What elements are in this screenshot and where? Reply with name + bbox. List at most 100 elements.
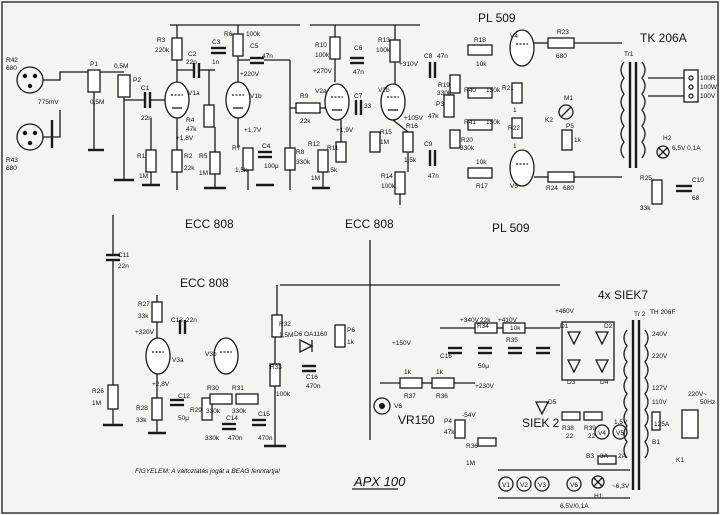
r8-resistor [284,147,296,171]
r1-label: R1 [137,153,146,160]
heater-v3-label: V3 [538,482,546,489]
r8-label: R8 [296,149,305,156]
r39-value: 22 [588,433,596,440]
diode-d6 [299,338,314,354]
r26-resistor [107,384,119,410]
r1-resistor [145,149,157,173]
r18-label: R18 [474,37,486,44]
r23-resistor [547,37,575,49]
r16-label: R16 [406,123,418,130]
r26-label: R26 [92,388,104,395]
r9-resistor [295,102,321,114]
r35-value: 10k [510,325,521,332]
r42-label: R42 [6,57,18,64]
v3a-label: V3a [172,357,184,364]
p5-value: 1k [574,137,582,144]
zener-label: SIEK 2 [522,416,560,430]
tr1-label: Tr1 [624,51,634,58]
v-340-label: +340V [460,317,480,324]
model-title: APX 100 [353,474,406,489]
r2-label: R2 [184,153,193,160]
heater-v5-label: V5 [616,430,624,437]
c15-value: 470n [258,435,273,442]
zener-d5 [534,401,550,416]
r19-label: R19 [438,82,450,89]
fuse-b3 [597,455,617,465]
h2-rating: 6,5V 0,1A [672,145,701,152]
mains-127: 127V [652,385,668,392]
r6-label: R6 [224,31,233,38]
r22-label: R22 [508,125,520,132]
tk206a-label: TK 206A [640,31,687,45]
r22-resistor [511,117,523,139]
r14-label: R14 [381,173,393,180]
mains-240: 240V [652,331,668,338]
r28-label: R28 [136,405,148,412]
r24-value: 680 [563,185,574,192]
p5-label: P5 [566,123,574,130]
heater-v2 [516,476,532,492]
ecc808-label-2: ECC 808 [345,217,394,231]
r15-resistor [369,131,381,153]
pilot-lamp-h1 [591,475,605,489]
r9-value: 22k [300,118,311,125]
mains-220: 220V [652,353,668,360]
p4-value: 47k [444,429,455,436]
r39-resistor [583,411,603,421]
ecc808-label-3: ECC 808 [180,276,229,290]
b3-label: B3 [586,453,594,460]
r41-label: R41 [464,119,476,126]
vr150-label: VR150 [398,413,435,427]
heater-v1 [498,476,514,492]
c2-label: C2 [188,51,197,58]
r20-label: R20 [461,137,473,144]
v-460-label: +460V [555,308,575,315]
tube-v3b [213,337,239,375]
out-100w: 100W [700,84,718,91]
r13-resistor [389,39,401,63]
r30-label: R30 [207,385,219,392]
r42-value: 680 [6,65,17,72]
c16-label: C16 [306,374,318,381]
r25-label: R25 [640,175,652,182]
v-150-label: +150V [392,340,412,347]
r1-value: 1M [139,173,148,180]
c16-value: 470n [306,383,321,390]
heater-v4 [594,424,610,440]
h2-label: H2 [663,135,672,142]
r12-value: 1M [311,175,320,182]
pl509-label-top: PL 509 [478,11,516,25]
d4-label: D4 [600,379,609,386]
mains-220ac: 220V~ [688,391,707,398]
r15-value: 1M [380,139,389,146]
r29-value: 330k [205,435,220,442]
tube-v3a [145,337,171,375]
c4-value: 100μ [264,163,279,170]
rectifier-label: 4x SIEK7 [598,288,648,302]
h1-label: H1 [594,493,603,500]
r28-value: 33k [136,417,147,424]
r27-label: R27 [138,301,150,308]
r19-resistor [449,74,461,94]
p4-label: P4 [444,418,452,425]
c15-label: C15 [258,411,270,418]
v-310-label: +310V [399,61,419,68]
heater-v2-label: V2 [520,482,528,489]
r30-resistor [209,393,233,405]
tube-v2a [324,83,350,121]
c1-label: C1 [141,85,150,92]
r31-resistor [235,393,259,405]
r5-value: 1M [199,170,208,177]
mains-110: 110V [652,399,667,406]
c11-label: C11 [118,252,130,259]
rights-note: FIGYELEM: A változtatás jogát a BEAG fen… [135,468,280,475]
r16-resistor [402,131,414,153]
r38-resistor [561,411,581,421]
c9-label: C9 [424,141,433,148]
r3-label: R3 [157,37,166,44]
r31-label: R31 [232,385,244,392]
r7-label: R7 [232,145,241,152]
v-18-label: +1,8V [176,135,194,142]
r15-label: R15 [380,129,392,136]
r25-value: 33k [640,205,651,212]
